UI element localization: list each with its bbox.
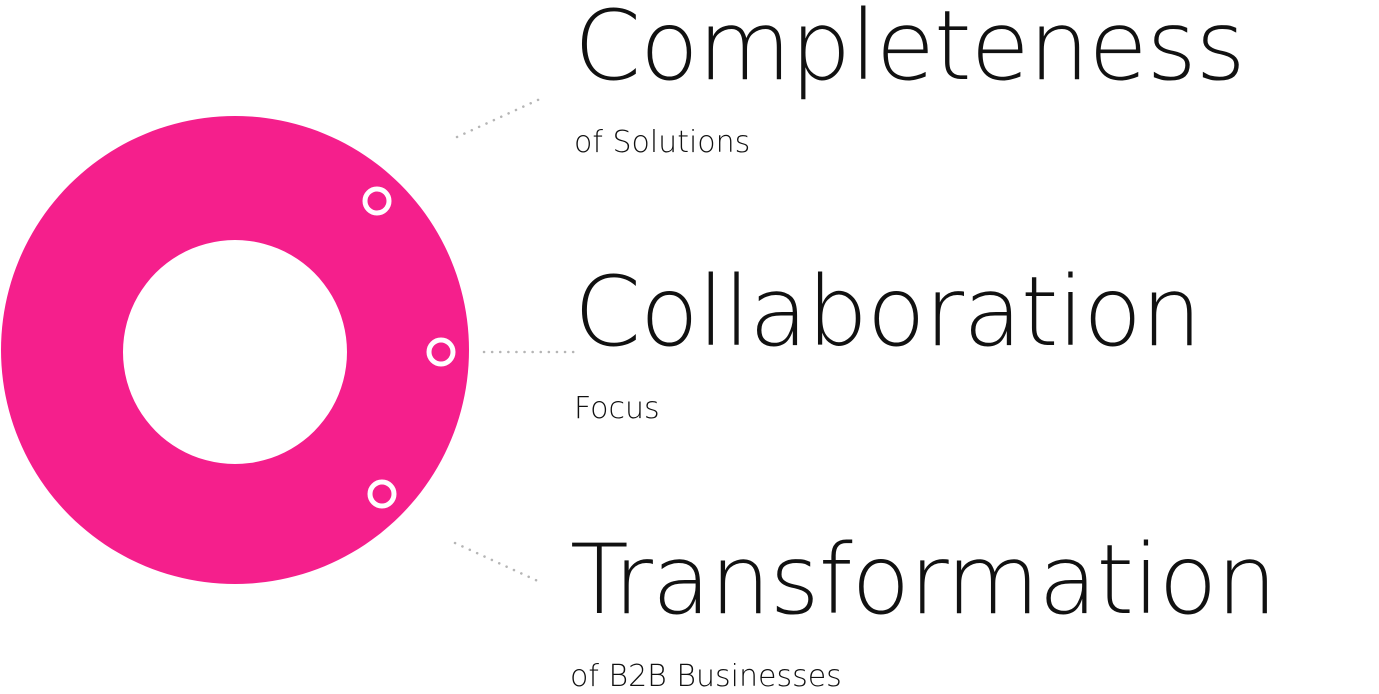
pillar-title: Transformation xyxy=(570,524,1277,636)
pillar-title: Completeness xyxy=(574,0,1246,102)
pillar-completeness: Completeness of Solutions xyxy=(574,0,1246,160)
ring-marker-top xyxy=(362,186,392,216)
pillar-title: Collaboration xyxy=(574,256,1202,368)
ring xyxy=(1,116,470,585)
pillar-subtitle: Focus xyxy=(574,391,660,426)
pillar-transformation: Transformation of B2B Businesses xyxy=(570,524,1277,694)
connector-bottom xyxy=(453,541,542,584)
ring-marker-middle xyxy=(426,337,456,367)
pillar-collaboration: Collaboration Focus xyxy=(574,256,1202,426)
connector-top xyxy=(455,97,542,139)
pillar-subtitle: of Solutions xyxy=(574,125,751,160)
ring-marker-bottom xyxy=(367,479,397,509)
pillar-subtitle: of B2B Businesses xyxy=(570,659,842,694)
